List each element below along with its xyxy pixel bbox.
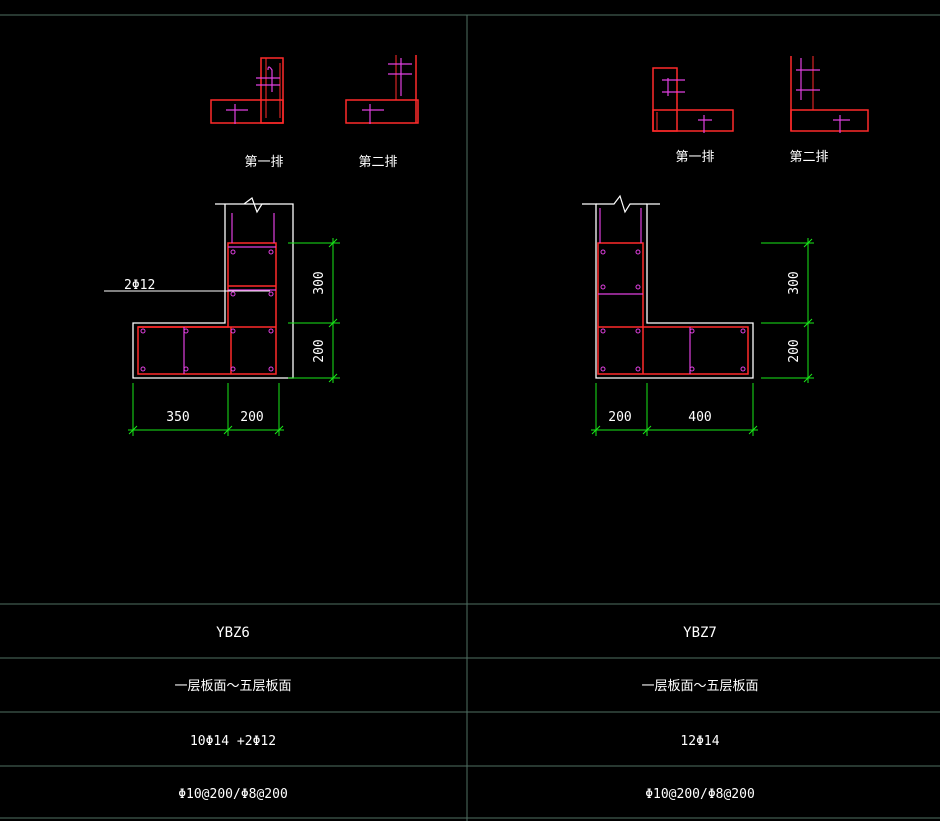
schedule-table: YBZ6 YBZ7 一层板面～五层板面 一层板面～五层板面 10Φ14 +2Φ1… xyxy=(174,625,758,802)
ties xyxy=(598,208,691,374)
rebar-point xyxy=(740,366,746,372)
tie-hook xyxy=(796,58,820,100)
dim-label-horizontal-right: 200 xyxy=(240,410,263,425)
dim-label-vertical-lower: 200 xyxy=(787,339,802,362)
rebar-points xyxy=(600,249,746,372)
dim-label-vertical-lower: 200 xyxy=(312,339,327,362)
tie-row-label-first: 第一排 xyxy=(675,150,714,165)
dim-tick xyxy=(328,373,338,383)
rebar-cage xyxy=(137,242,277,375)
tie-rect-vertical xyxy=(260,57,284,124)
rebar-point xyxy=(230,366,236,372)
tie-rect-horizontal xyxy=(790,109,869,132)
dim-label-horizontal-left: 350 xyxy=(166,410,189,425)
stirrup-cell: Φ10@200/Φ8@200 xyxy=(178,787,288,802)
tie-hook xyxy=(226,104,248,124)
tie-rect-horizontal xyxy=(210,99,284,124)
rebar-point xyxy=(635,328,641,334)
tie-detail-first-row xyxy=(652,67,734,133)
rebar-point xyxy=(230,328,236,334)
rebar-point xyxy=(600,328,606,334)
dim-tick xyxy=(274,425,284,435)
leader-label: 2Φ12 xyxy=(124,278,155,293)
dim-label-horizontal-left: 200 xyxy=(608,410,631,425)
rebar-cage xyxy=(597,242,749,375)
tie-inner-line xyxy=(265,58,281,118)
column-name-cell: YBZ7 xyxy=(683,625,717,641)
tie-row-label-first: 第一排 xyxy=(244,155,283,170)
dim-tick xyxy=(223,425,233,435)
rebar-point xyxy=(600,284,606,290)
tie-hook xyxy=(698,115,712,133)
rebar-point xyxy=(600,366,606,372)
rebar-point xyxy=(268,249,274,255)
dim-tick xyxy=(803,318,813,328)
rebar-point xyxy=(230,291,236,297)
longitudinal-rebar-cell: 12Φ14 xyxy=(680,734,719,749)
dim-tick xyxy=(591,425,601,435)
rebar-point xyxy=(635,284,641,290)
dim-tick xyxy=(803,238,813,248)
rebar-point xyxy=(268,291,274,297)
rebar-point xyxy=(689,328,695,334)
horizontal-dimension xyxy=(591,383,758,436)
ties xyxy=(183,213,276,374)
tie-hook xyxy=(256,66,280,92)
vertical-dimension xyxy=(761,238,814,383)
rebar-point xyxy=(740,328,746,334)
break-line xyxy=(596,194,647,214)
elevation-range-cell: 一层板面～五层板面 xyxy=(641,679,758,694)
concrete-outline xyxy=(132,203,294,379)
stirrup-outer xyxy=(597,242,749,375)
rebar-point xyxy=(635,366,641,372)
column-ybz7: 第一排 第二排 xyxy=(582,56,869,436)
elevation-range-cell: 一层板面～五层板面 xyxy=(174,679,291,694)
rebar-point xyxy=(635,249,641,255)
rebar-point xyxy=(268,328,274,334)
tie-row-label-second: 第二排 xyxy=(358,155,397,170)
concrete-outline xyxy=(582,203,754,379)
tie-hook xyxy=(662,78,685,96)
table-grid xyxy=(0,14,940,821)
dim-tick xyxy=(128,425,138,435)
column-name-cell: YBZ6 xyxy=(216,625,250,641)
tie-detail-second-row xyxy=(345,55,419,124)
rebar-point xyxy=(183,328,189,334)
tie-hook xyxy=(833,115,850,133)
dim-tick xyxy=(803,373,813,383)
vertical-dimension xyxy=(288,238,340,383)
longitudinal-rebar-cell: 10Φ14 +2Φ12 xyxy=(190,734,276,749)
tie-rect-horizontal xyxy=(652,109,734,132)
tie-hook xyxy=(362,104,384,124)
break-line xyxy=(243,197,270,214)
column-ybz6: 第一排 第二排 xyxy=(104,55,419,436)
tie-row-label-second: 第二排 xyxy=(789,150,828,165)
rebar-point xyxy=(600,249,606,255)
dim-tick xyxy=(328,238,338,248)
rebar-point xyxy=(230,249,236,255)
rebar-point xyxy=(140,366,146,372)
rebar-point xyxy=(268,366,274,372)
tie-detail-second-row xyxy=(790,56,869,133)
dim-label-horizontal-right: 400 xyxy=(688,410,711,425)
dim-tick xyxy=(642,425,652,435)
dim-tick xyxy=(748,425,758,435)
stirrup-cell: Φ10@200/Φ8@200 xyxy=(645,787,755,802)
dim-tick xyxy=(328,318,338,328)
rebar-point xyxy=(689,366,695,372)
dim-label-vertical-upper: 300 xyxy=(787,271,802,294)
horizontal-dimension xyxy=(128,383,284,436)
rebar-point xyxy=(183,366,189,372)
stirrup-outer xyxy=(137,242,277,375)
tie-rect-horizontal xyxy=(345,99,419,124)
dim-label-vertical-upper: 300 xyxy=(312,271,327,294)
tie-hook xyxy=(388,58,412,96)
tie-detail-first-row xyxy=(210,57,284,124)
rebar-point xyxy=(140,328,146,334)
rebar-points xyxy=(140,249,274,372)
